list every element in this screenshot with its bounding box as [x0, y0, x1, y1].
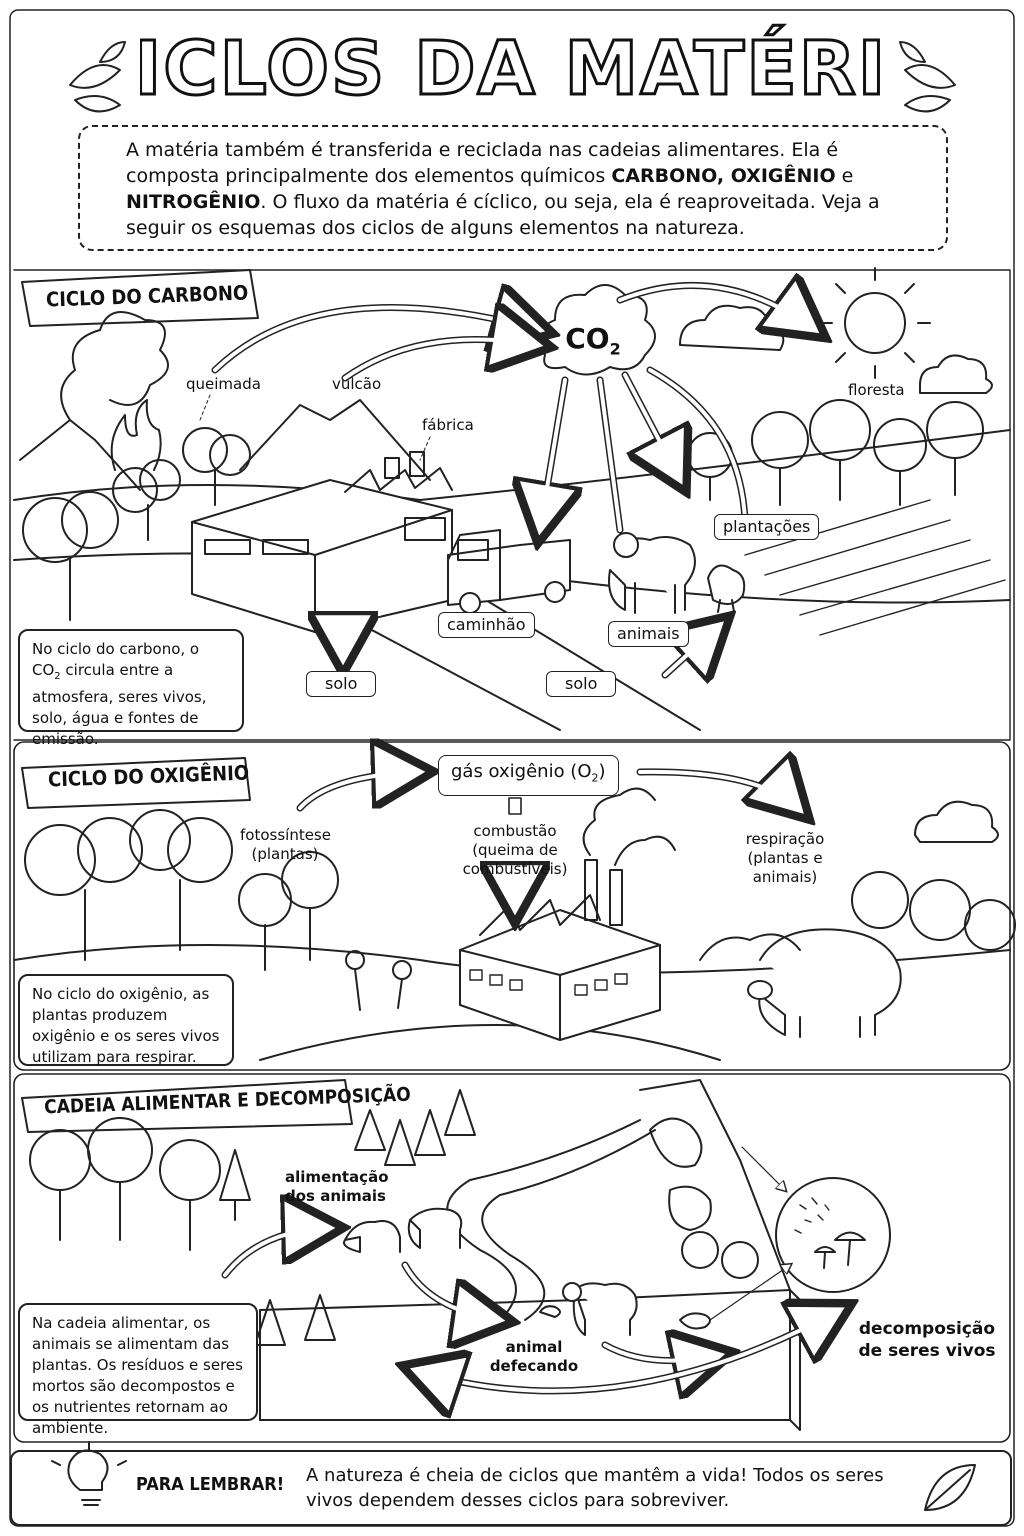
- note-carbon-a: No ciclo do carbono, o CO: [32, 640, 200, 679]
- note-carbon-sub: 2: [54, 671, 61, 682]
- leaf-ornament-left-icon: [69, 41, 126, 113]
- note-food-chain: Na cadeia alimentar, os animais se alime…: [18, 1303, 258, 1437]
- footer-reminder: [10, 1450, 1012, 1526]
- defecando-line-2: defecando: [489, 1357, 579, 1375]
- respiracao-line-2: (plantas e: [747, 849, 823, 867]
- alimentacao-line-1: alimentação: [285, 1168, 389, 1186]
- label-floresta: floresta: [848, 381, 905, 399]
- gas-end: ): [598, 761, 606, 782]
- defecando-line-1: animal: [505, 1338, 563, 1356]
- decomposicao-line-1: decomposição: [858, 1319, 996, 1339]
- footer-label: PARA LEMBRAR!: [136, 1474, 285, 1495]
- label-plantacoes: plantações: [714, 514, 820, 540]
- label-queimada: queimada: [186, 375, 261, 393]
- label-fabrica: fábrica: [422, 416, 474, 434]
- label-caminhao: caminhão: [438, 612, 535, 638]
- gas-subscript: 2: [591, 771, 599, 785]
- fotossintese-line-2: (plantas): [251, 845, 319, 863]
- co2-text: CO: [565, 322, 610, 355]
- decomposicao-line-2: de seres vivos: [858, 1341, 996, 1361]
- note-carbon: No ciclo do carbono, o CO2 circula entre…: [18, 629, 244, 748]
- co2-label: CO2: [558, 322, 628, 367]
- fotossintese-line-1: fotossíntese: [240, 826, 331, 844]
- label-fotossintese: fotossíntese(plantas): [240, 826, 331, 864]
- footer-text: A natureza é cheia de ciclos que mantêm …: [306, 1465, 884, 1511]
- label-solo-1: solo: [306, 671, 377, 697]
- intro-bold-1: CARBONO, OXIGÊNIO: [611, 165, 836, 187]
- combustao-line-2: (queima de: [472, 841, 558, 859]
- combustao-line-3: combustíveis): [462, 860, 568, 878]
- label-gas-oxigenio: gás oxigênio (O2): [438, 755, 619, 796]
- respiracao-line-1: respiração: [745, 830, 825, 848]
- intro-text-2: e: [835, 165, 854, 187]
- gas-text: gás oxigênio (O: [451, 761, 592, 782]
- label-solo-2: solo: [546, 671, 617, 697]
- combustao-line-1: combustão: [473, 822, 557, 840]
- alimentacao-line-2: dos animais: [285, 1187, 386, 1205]
- leaf-icon: [924, 1464, 976, 1511]
- leaf-ornament-right-icon: [899, 41, 956, 113]
- intro-box: A matéria também é transferida e recicla…: [78, 125, 948, 251]
- co2-subscript: 2: [609, 339, 621, 359]
- label-animais: animais: [608, 621, 689, 647]
- note-carbon-b: circula entre a atmosfera, seres vivos, …: [32, 661, 207, 748]
- note-oxygen: No ciclo do oxigênio, as plantas produze…: [18, 974, 234, 1066]
- label-vulcao: vulcão: [332, 375, 382, 393]
- intro-text-3: . O fluxo da matéria é cíclico, ou seja,…: [126, 191, 880, 239]
- respiracao-line-3: animais): [752, 868, 818, 886]
- intro-text-1: A matéria também é transferida e recicla…: [126, 139, 839, 187]
- intro-bold-2: NITROGÊNIO: [126, 191, 261, 213]
